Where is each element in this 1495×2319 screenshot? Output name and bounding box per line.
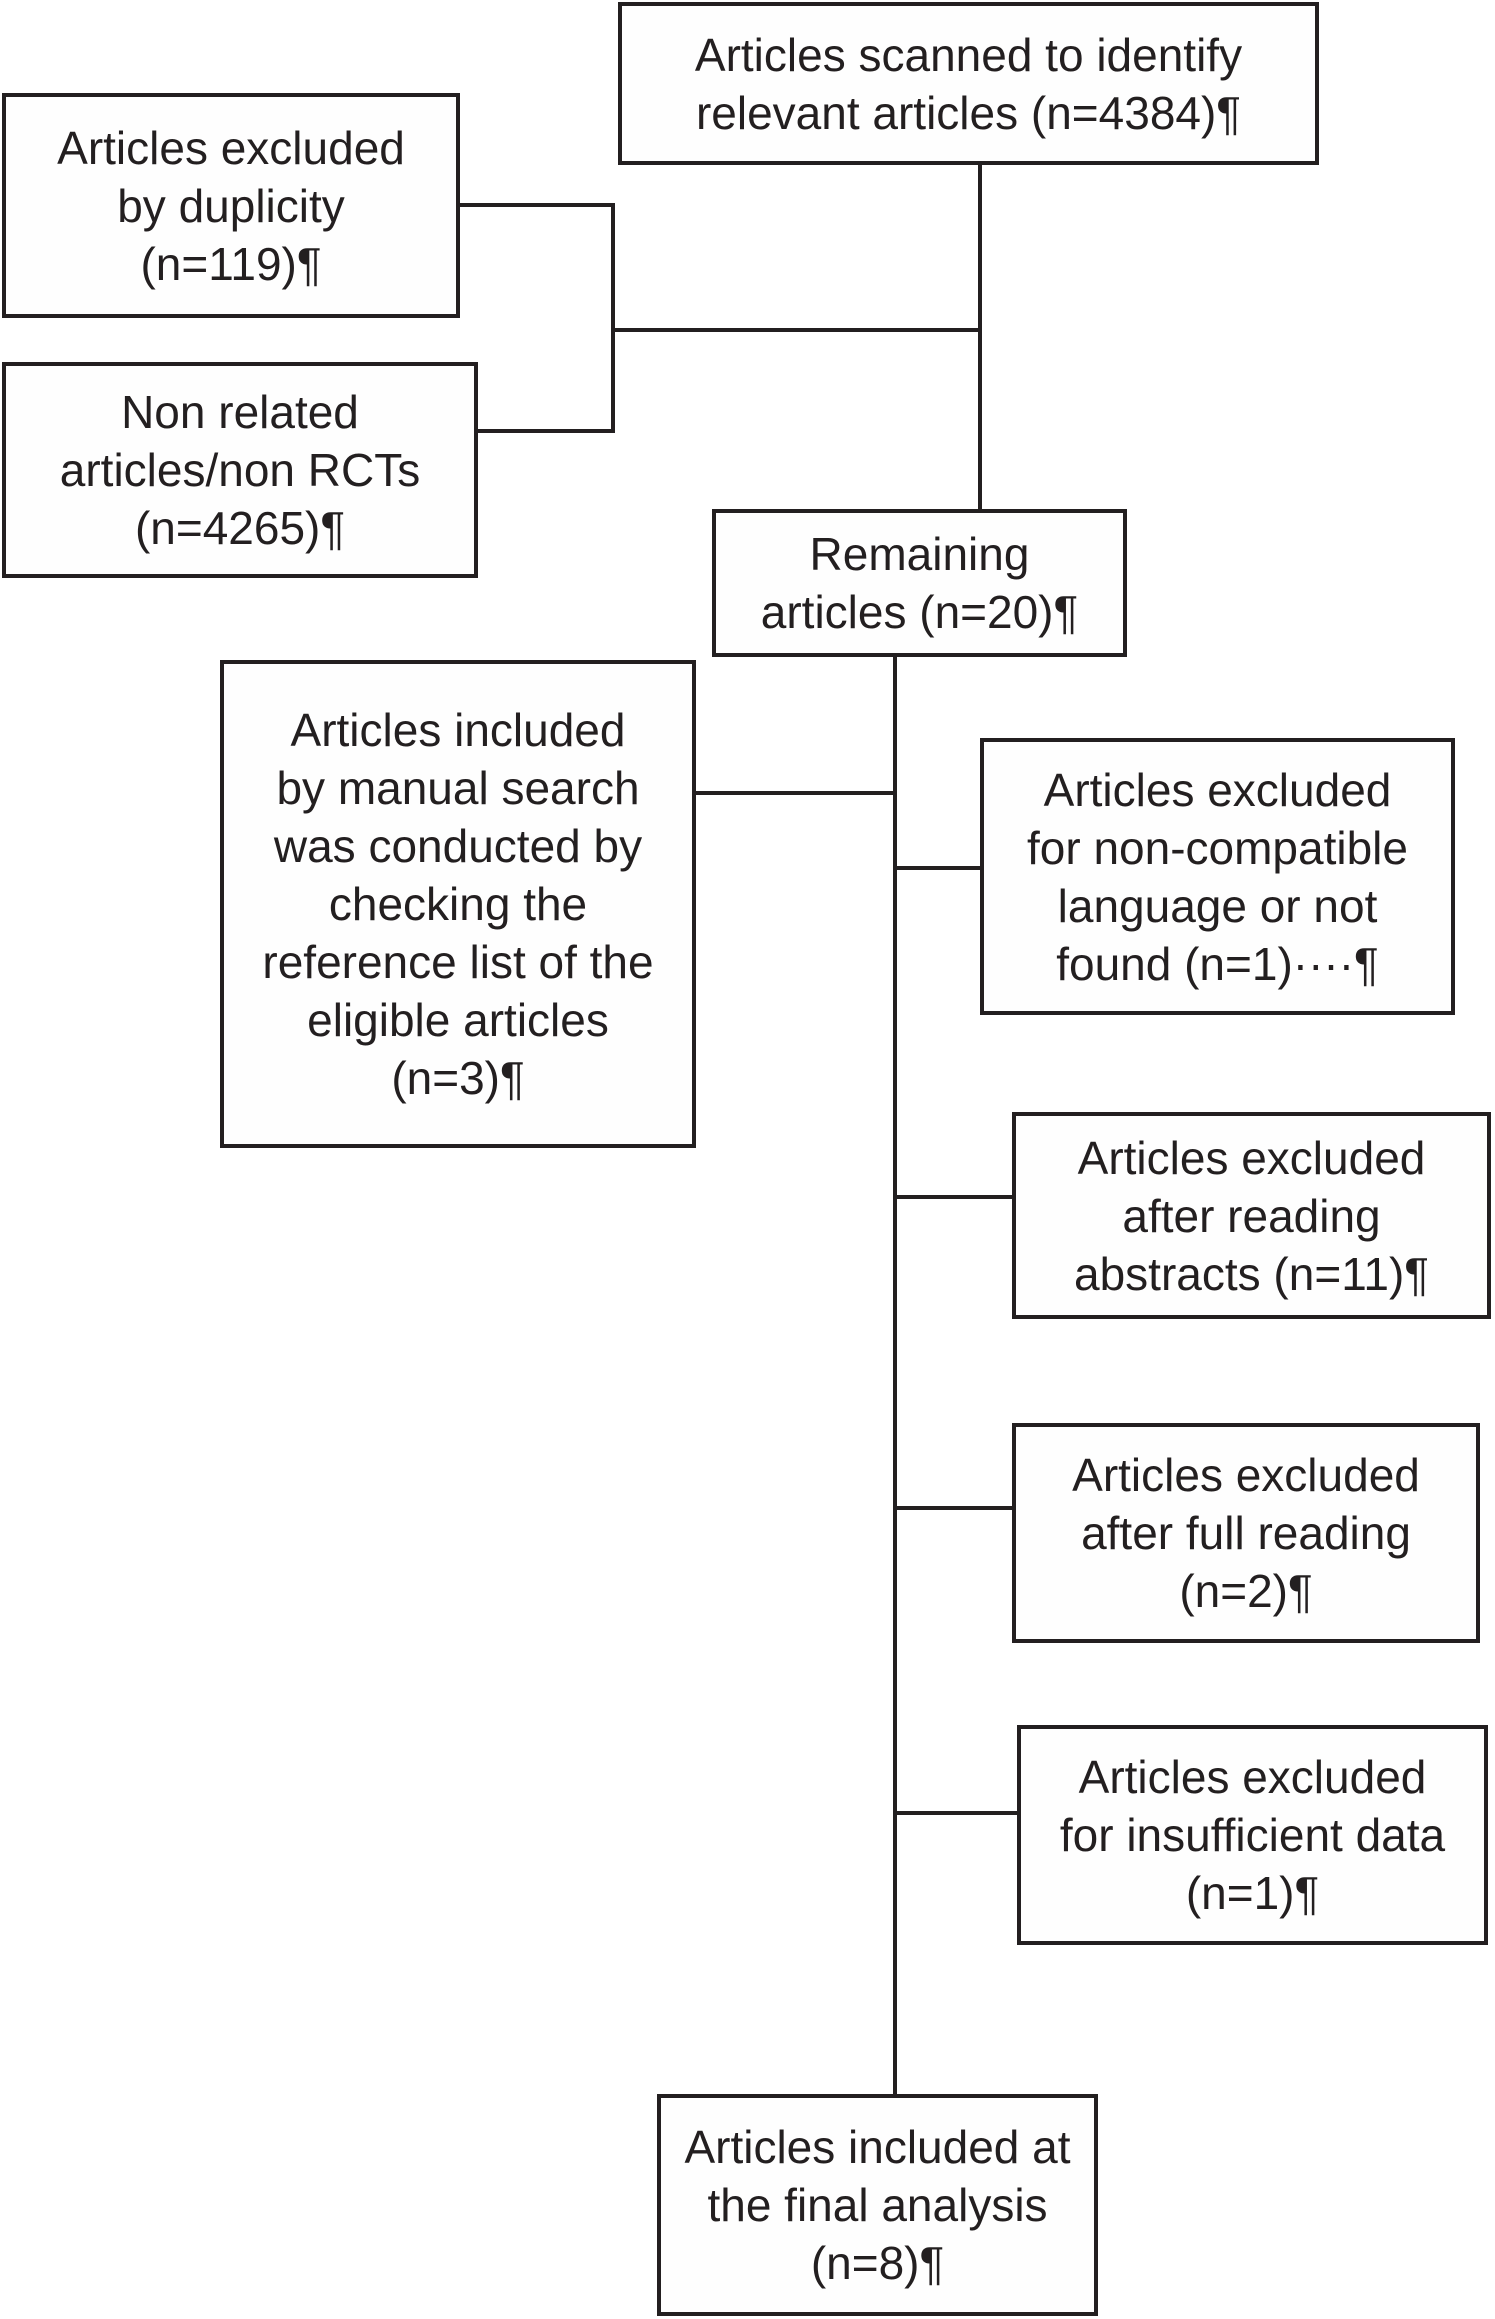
box-articles-scanned: Articles scanned to identify relevant ar… bbox=[618, 2, 1319, 165]
connector-scanned-to-remaining bbox=[978, 165, 982, 509]
box-excluded-by-duplicity-label: Articles excluded by duplicity (n=119)¶ bbox=[57, 121, 405, 290]
connector-bracket-to-spine bbox=[611, 328, 982, 332]
box-articles-scanned-label: Articles scanned to identify relevant ar… bbox=[694, 28, 1243, 139]
box-included-final-analysis-label: Articles included at the final analysis … bbox=[684, 2121, 1071, 2289]
box-non-related-articles: Non related articles/non RCTs (n=4265)¶ bbox=[2, 362, 478, 578]
connector-remaining-to-final bbox=[893, 657, 897, 2094]
connector-left-bracket bbox=[611, 203, 615, 433]
connector-full-reading-branch bbox=[897, 1506, 1012, 1510]
box-excluded-after-abstracts-label: Articles excluded after reading abstract… bbox=[1074, 1131, 1429, 1300]
connector-nonrelated-branch bbox=[476, 429, 615, 433]
box-included-by-manual-search-label: Articles included by manual search was c… bbox=[262, 704, 654, 1104]
box-excluded-after-full-reading-label: Articles excluded after full reading (n=… bbox=[1072, 1449, 1420, 1617]
box-included-by-manual-search: Articles included by manual search was c… bbox=[220, 660, 696, 1148]
box-excluded-insufficient-data: Articles excluded for insufficient data … bbox=[1017, 1725, 1488, 1945]
connector-insufficient-data-branch bbox=[897, 1811, 1017, 1815]
box-non-related-articles-label: Non related articles/non RCTs (n=4265)¶ bbox=[59, 386, 421, 554]
connector-language-branch bbox=[897, 866, 980, 870]
box-excluded-by-duplicity: Articles excluded by duplicity (n=119)¶ bbox=[2, 93, 460, 318]
box-remaining-articles: Remaining articles (n=20)¶ bbox=[712, 509, 1127, 657]
box-remaining-articles-label: Remaining articles (n=20)¶ bbox=[760, 528, 1079, 638]
box-excluded-after-full-reading: Articles excluded after full reading (n=… bbox=[1012, 1423, 1480, 1643]
connector-duplicity-branch bbox=[458, 203, 615, 207]
box-excluded-language-not-found: Articles excluded for non-compatible lan… bbox=[980, 738, 1455, 1015]
connector-manual-search-branch bbox=[696, 791, 893, 795]
box-included-final-analysis: Articles included at the final analysis … bbox=[657, 2094, 1098, 2316]
box-excluded-after-abstracts: Articles excluded after reading abstract… bbox=[1012, 1112, 1491, 1319]
box-excluded-language-not-found-label: Articles excluded for non-compatible lan… bbox=[1027, 763, 1408, 990]
connector-abstracts-branch bbox=[897, 1195, 1012, 1199]
box-excluded-insufficient-data-label: Articles excluded for insufficient data … bbox=[1059, 1751, 1446, 1919]
